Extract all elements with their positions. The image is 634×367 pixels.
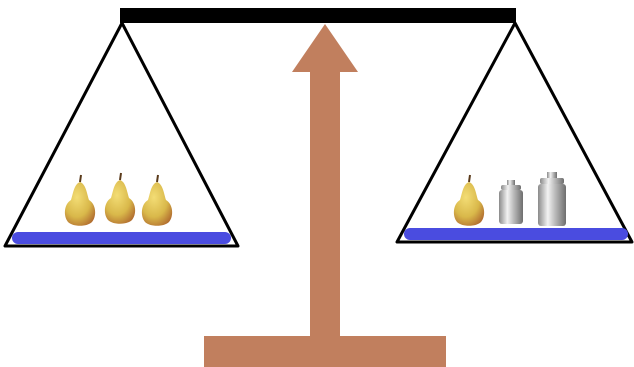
right-pan <box>404 228 628 240</box>
weight-icon <box>499 180 523 224</box>
pear-icon <box>454 175 484 226</box>
stand-post <box>310 70 340 338</box>
right-pan-items <box>454 172 566 226</box>
weight-icon <box>538 172 566 226</box>
beam <box>120 8 516 23</box>
pear-icon <box>105 173 135 224</box>
left-pan-items <box>65 173 172 226</box>
pear-icon <box>142 175 172 226</box>
stand-base <box>204 336 446 367</box>
pear-icon <box>65 175 95 226</box>
stand-arrow-head <box>292 24 358 72</box>
left-pan <box>12 232 231 244</box>
